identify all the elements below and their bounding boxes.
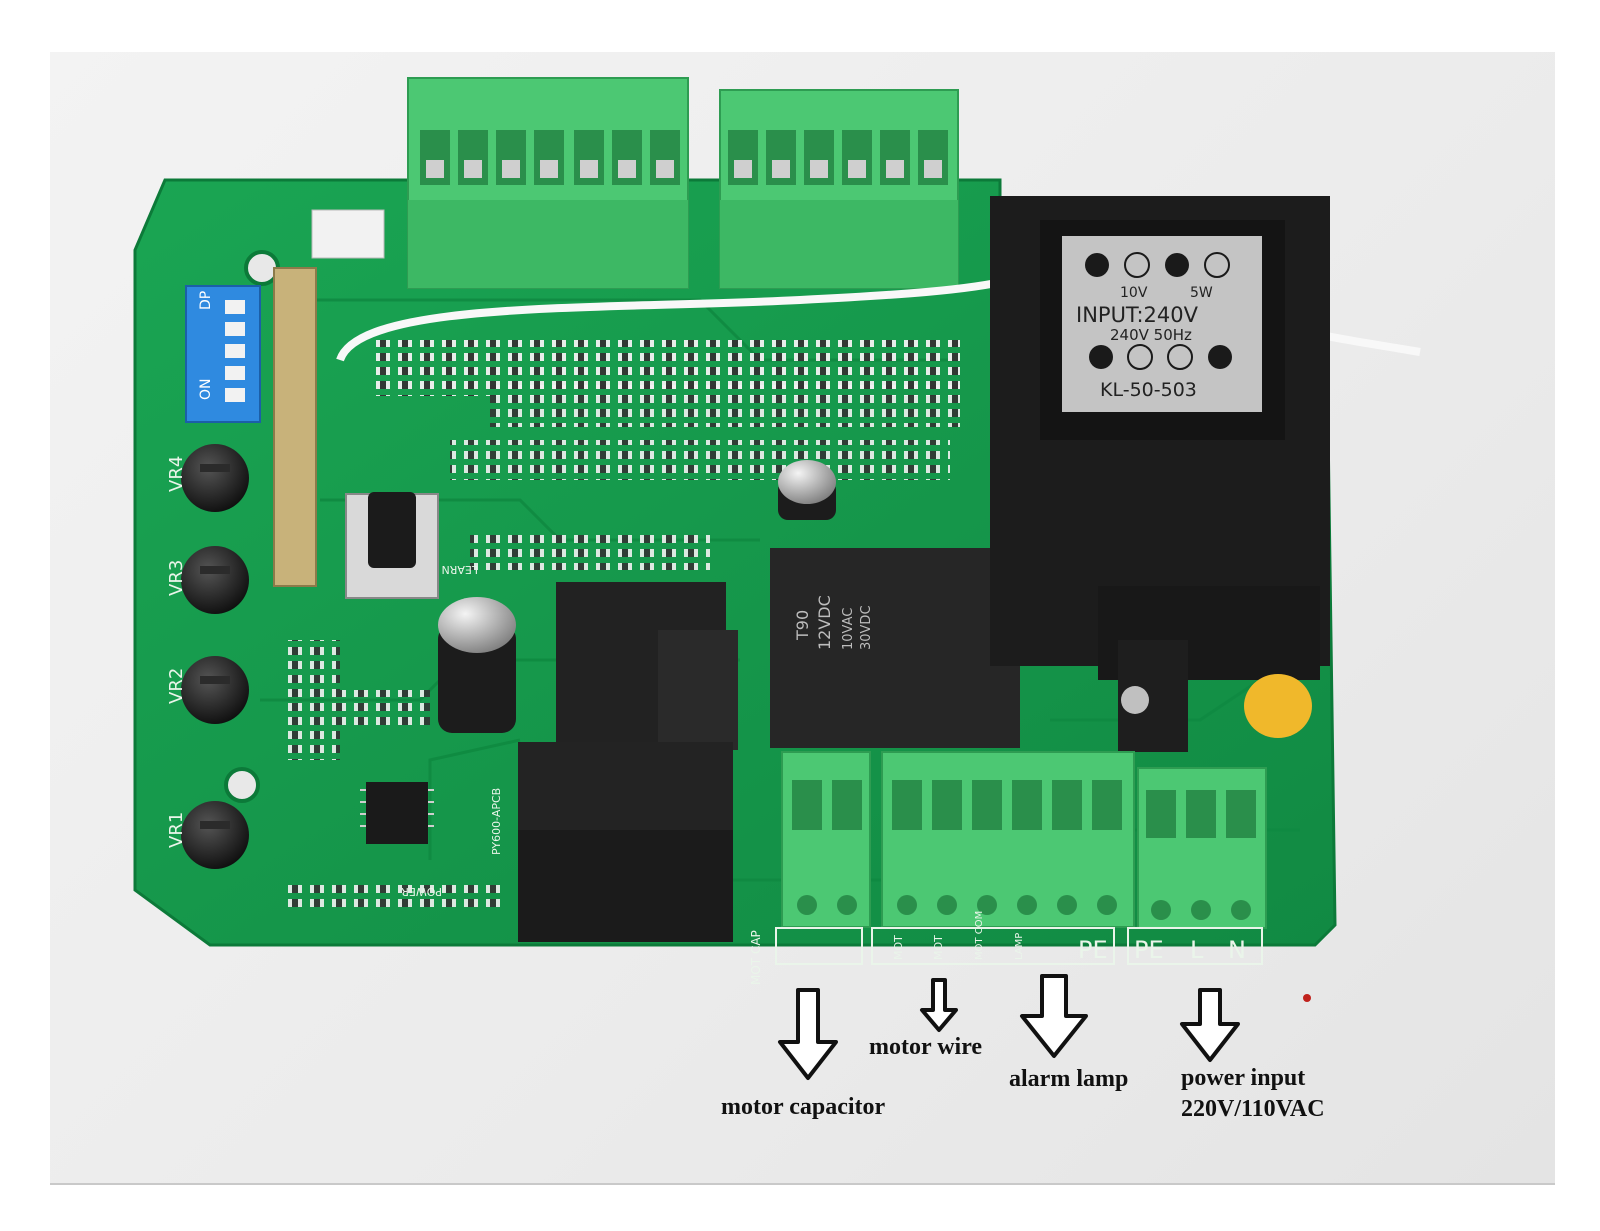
transformer-rating-text: 240V 50Hz [1110, 326, 1192, 344]
fuse-holder [1118, 640, 1188, 752]
electrolytic-capacitors [438, 460, 836, 733]
label-mot-1: MOT [892, 935, 905, 960]
relay-bottom [518, 742, 733, 942]
terminal-block-motor-lamp [881, 751, 1135, 928]
potentiometers: VR4 VR3 VR2 VR1 [166, 444, 249, 869]
pot-label-vr2: VR2 [166, 668, 187, 704]
terminal-block-top-left [407, 77, 689, 289]
relay-coil-text: 12VDC [815, 595, 834, 650]
down-arrow-icon [778, 988, 838, 1080]
transformer-input-text: INPUT:240V [1076, 303, 1199, 327]
pot-label-vr4: VR4 [166, 456, 187, 492]
label-l: L [1190, 936, 1204, 964]
terminal-block-motor-cap [781, 751, 871, 928]
relay-rating1-text: 10VAC [841, 608, 856, 650]
label-mot-cap: MOT CAP [749, 930, 763, 985]
down-arrow-icon [920, 978, 958, 1032]
relay-code-text: T90 [793, 610, 812, 641]
board-power-text: POWER [401, 885, 442, 898]
board-model-text: PY600-APCB [490, 788, 503, 855]
antenna-wire [336, 276, 1011, 362]
pot-label-vr3: VR3 [166, 560, 187, 596]
ic-chip [360, 782, 434, 844]
connector-header [311, 209, 385, 259]
down-arrow-icon [1180, 988, 1240, 1062]
dip-brand-text: DP [198, 291, 214, 310]
relay-main: 12VDC T90 10VAC 30VDC [770, 548, 1020, 748]
label-n: N [1228, 936, 1246, 964]
annotation-motor-wire: motor wire [869, 1034, 983, 1060]
transformer-power-text: 5W [1190, 285, 1213, 301]
red-dot [1303, 994, 1311, 1002]
annotation-power-input: power input [1181, 1065, 1306, 1091]
relay-left [556, 582, 738, 750]
label-pe-1: PE [1078, 936, 1108, 964]
learn-button [345, 492, 439, 599]
terminal-block-power [1137, 767, 1267, 929]
dip-on-text: ON [198, 379, 214, 401]
terminal-block-top-right [719, 89, 959, 289]
photo-bottom-edge [50, 1183, 1555, 1185]
annotation-motor-capacitor: motor capacitor [721, 1094, 886, 1120]
smd-components [280, 340, 960, 910]
board-learn-text: LEARN [442, 563, 478, 576]
label-pe-2: PE [1134, 936, 1164, 964]
transformer: 10V 5W INPUT:240V 240V 50Hz KL-50-503 [990, 196, 1330, 680]
label-mot-com: MOT COM [974, 911, 985, 960]
transformer-model-text: KL-50-503 [1100, 379, 1197, 401]
varistor [1244, 674, 1312, 738]
relay-rating2-text: 30VDC [859, 605, 874, 650]
annotation-power-voltage: 220V/110VAC [1181, 1096, 1325, 1122]
dip-switch: DP ON [185, 285, 261, 423]
transformer-output-text: 10V [1120, 285, 1148, 301]
label-lamp: LAMP [1014, 933, 1025, 960]
down-arrow-icon [1020, 974, 1088, 1058]
pot-label-vr1: VR1 [166, 812, 187, 848]
rf-receiver-module [273, 267, 317, 587]
label-mot-2: MOT [932, 935, 945, 960]
annotation-alarm-lamp: alarm lamp [1009, 1066, 1129, 1092]
